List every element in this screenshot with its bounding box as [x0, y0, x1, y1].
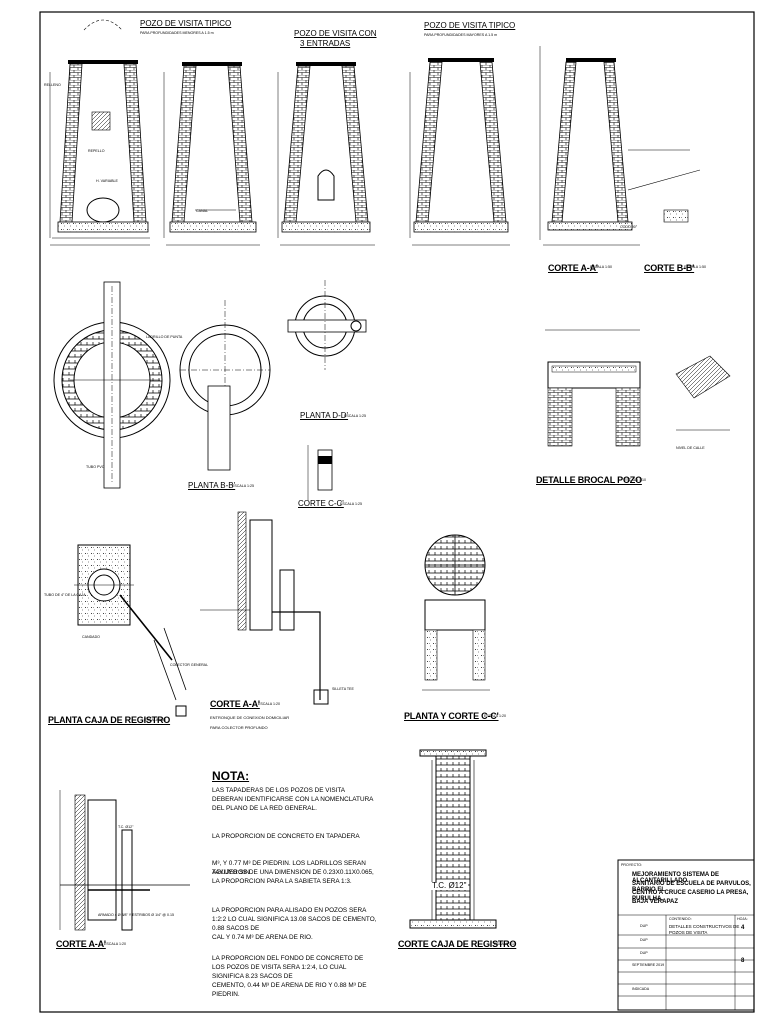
tb-project-l4: BAJA VERAPAZ: [632, 899, 679, 905]
tb-content-l1: DETALLES CONSTRUCTIVOS DE: [669, 924, 740, 929]
brocal-detail: [545, 329, 731, 447]
subtitle-pozo-tipico-1: PARA PROFUNDIDADES MENORES A 1.5 m: [140, 31, 214, 35]
tb-field-c: DUP: [640, 951, 648, 955]
plan-circle-dd: [287, 280, 367, 370]
tb-sheet-total: 8: [741, 958, 745, 964]
manhole-section-3: [277, 62, 375, 246]
title-corte-aa-conexion: CORTE A-A': [210, 699, 260, 709]
scale-corte-aa-pozo: ESCALA 1:50: [590, 265, 612, 269]
tb-field-d: SEPTIEMBRE 2019: [632, 963, 665, 967]
tc-label: T.C. Ø12": [430, 881, 469, 890]
annot-tubo-caja: TUBO DE 4" DE LA CAJA: [44, 593, 86, 597]
plan-circle-1: [53, 281, 171, 489]
planta-corte-cc: [422, 534, 490, 691]
scale-planta-caja: ESCALA 1:20: [144, 718, 166, 722]
corte-caja-registro: [409, 749, 497, 929]
scale-detalle-brocal: ESCALA 1:10: [624, 478, 646, 482]
scale-corte-aa-conexion: ESCALA 1:20: [258, 702, 280, 706]
annot-colector: COLECTOR GENERAL: [170, 663, 209, 667]
annot-variable: H. VARIABLE: [96, 179, 118, 183]
annot-tubo-pvc: TUBO PVC: [86, 465, 105, 469]
scale-planta-dd: ESCALA 1:25: [344, 414, 366, 418]
title-corte-caja-registro: CORTE CAJA DE REGISTRO: [398, 939, 517, 949]
annot-codo: CODO 90°: [620, 225, 638, 229]
scale-corte-caja-registro: ESCALA 1:15: [494, 942, 516, 946]
title-block: [617, 859, 755, 1011]
tb-project-l2: SANITARIO DE ESCUELA DE PARVULOS, BARRIO…: [632, 881, 751, 893]
annot-candado: CANDADO: [82, 635, 100, 639]
note-paragraph-4b: CEMENTO, 0.44 M³ DE ARENA DE RIO Y 0.88 …: [212, 982, 367, 998]
note-paragraph-2c: AGUJEROS DE UNA DIMENSION DE 0.23X0.11X0…: [212, 869, 374, 885]
tb-sheet-header: HOJA:: [737, 917, 748, 921]
annot-armado: ARMADO 4 Ø 3/8" Y ESTRIBOS Ø 1/4" @ 0.15: [98, 913, 174, 917]
title-pozo-3-entradas-2: 3 ENTRADAS: [300, 39, 351, 48]
note-title: NOTA:: [212, 769, 250, 783]
tb-sheet-value: 4: [741, 925, 745, 931]
annot-tapadera: TAPADERA: [92, 61, 111, 65]
manhole-section-aa: [539, 46, 701, 246]
note-paragraph-3b: CAL Y 0.74 M³ DE ARENA DE RIO.: [212, 934, 313, 941]
annot-relleno: RELLENO: [44, 83, 61, 87]
caja-registro-plan: [74, 544, 187, 717]
section-cc-pipe: [307, 445, 333, 500]
title-corte-aa-pozo: CORTE A-A': [548, 263, 598, 273]
sub-corte-aa-conexion-1: ENTRONQUE DE CONEXION DOMICILIAR: [210, 715, 290, 720]
manhole-section-4: [409, 58, 510, 246]
annot-tc: T.C. Ø12": [118, 825, 134, 829]
corte-aa-caja: [59, 790, 190, 931]
annot-canal: CANAL: [196, 209, 208, 213]
title-detalle-brocal: DETALLE BROCAL POZO: [536, 475, 642, 485]
scale-corte-aa-caja: ESCALA 1:20: [104, 942, 126, 946]
manhole-section-1: [49, 19, 150, 246]
annot-ladrillo: LADRILLO DE PUNTA: [146, 335, 183, 339]
sheet-border: [39, 11, 755, 1013]
title-corte-bb-pozo: CORTE B-B': [644, 263, 695, 273]
annot-silleta: SILLETA TEE: [332, 687, 354, 691]
subtitle-pozo-tipico-2: PARA PROFUNDIDADES MAYORES A 1.5 m: [424, 33, 498, 37]
annot-repello: REPELLO: [88, 149, 105, 153]
note-paragraph-1: LAS TAPADERAS DE LOS POZOS DE VISITA DEB…: [212, 787, 374, 812]
tb-field-a: DUP: [640, 924, 648, 928]
tb-field-b: DUP: [640, 938, 648, 942]
scale-corte-cc: ESCALA 1:25: [340, 502, 362, 506]
title-planta-dd: PLANTA D-D': [300, 411, 349, 420]
title-planta-caja: PLANTA CAJA DE REGISTRO: [48, 715, 171, 725]
tb-project-header: PROYECTO:: [621, 863, 643, 867]
plan-circle-bb: [179, 300, 271, 471]
title-pozo-tipico-1: POZO DE VISITA TIPICO: [140, 19, 232, 28]
tb-content-header: CONTENIDO:: [669, 917, 692, 921]
annot-nivel-calle: NIVEL DE CALLE: [676, 446, 705, 450]
corte-aa-conexion: [200, 511, 329, 705]
scale-planta-bb: ESCALA 1:25: [232, 484, 254, 488]
scale-corte-bb-pozo: ESCALA 1:50: [684, 265, 706, 269]
tb-project-l3: CENTRO A CRUCE CASERIO LA PRESA, PURULHA…: [632, 890, 749, 902]
title-planta-bb: PLANTA B-B': [188, 481, 236, 490]
manhole-section-2: [163, 62, 260, 246]
note-paragraph-2a: LA PROPORCION DE CONCRETO EN TAPADERA SE…: [212, 833, 360, 840]
note-paragraph-3a: LA PROPORCION PARA ALISADO EN POZOS SERA…: [212, 907, 377, 932]
title-planta-corte-cc: PLANTA Y CORTE C-C': [404, 711, 499, 721]
sub-corte-aa-conexion-2: PARA COLECTOR PROFUNDO: [210, 725, 268, 730]
note-paragraph-2a-wrap: [212, 841, 377, 850]
title-corte-aa-caja: CORTE A-A': [56, 939, 106, 949]
scale-planta-corte-cc: ESCALA 1:20: [484, 714, 506, 718]
tb-project-l1: MEJORAMIENTO SISTEMA DE ALCANTARILLADO: [632, 872, 720, 884]
note-paragraph-2b: M³, Y 0.77 M³ DE PIEDRIN. LOS LADRILLOS …: [212, 860, 366, 876]
title-pozo-3-entradas-1: POZO DE VISITA CON: [294, 29, 377, 38]
tb-field-e: INDICADA: [632, 987, 650, 991]
title-pozo-tipico-2: POZO DE VISITA TIPICO: [424, 21, 516, 30]
title-corte-cc: CORTE C-C': [298, 499, 344, 508]
tb-content-l2: POZOS DE VISITA: [669, 930, 708, 935]
note-paragraph-4a: LA PROPORCION DEL FONDO DE CONCRETO DE L…: [212, 955, 364, 980]
